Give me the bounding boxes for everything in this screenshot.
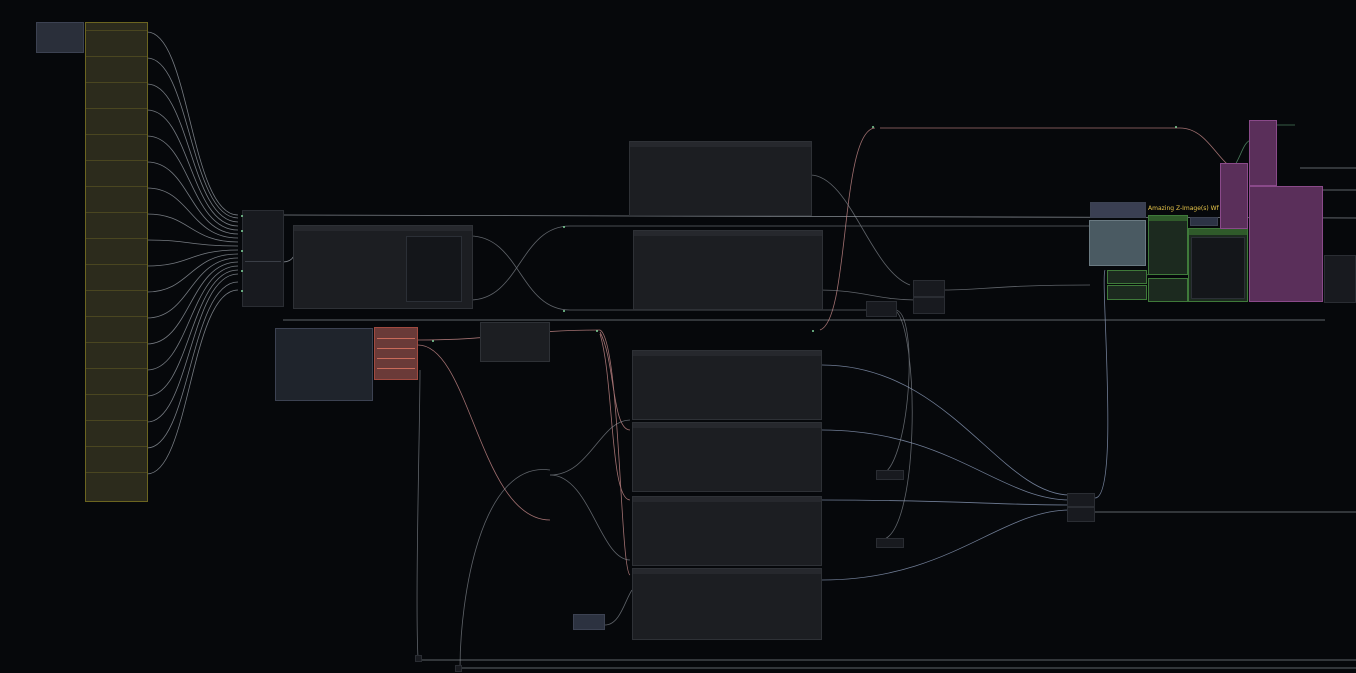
sampler-group-3[interactable] — [632, 496, 822, 566]
upscale-node-b[interactable] — [876, 538, 904, 548]
save-image-node-a[interactable] — [1067, 493, 1095, 507]
subgraph-node-b[interactable] — [629, 141, 812, 216]
sampler-group-4[interactable] — [632, 568, 822, 640]
prompt-links — [146, 31, 239, 475]
sampler-group-1[interactable] — [632, 350, 822, 420]
output-preview-node[interactable] — [1089, 220, 1146, 266]
long-links — [282, 167, 1356, 669]
output-header-node[interactable] — [1090, 202, 1146, 218]
port[interactable] — [432, 340, 434, 342]
image-links — [821, 269, 1109, 581]
port[interactable] — [563, 310, 565, 312]
final-image-node-b[interactable] — [1249, 120, 1277, 186]
output-settings-node-b[interactable] — [1107, 285, 1147, 300]
subgraph-node-c[interactable] — [633, 230, 823, 310]
final-output-node[interactable] — [1324, 255, 1356, 303]
upscale-node-a[interactable] — [876, 470, 904, 480]
image-batch-node-b[interactable] — [913, 297, 945, 314]
port[interactable] — [241, 290, 243, 292]
output-group[interactable] — [1148, 215, 1188, 275]
output-panel-node[interactable] — [1188, 228, 1248, 302]
image-preview-node[interactable] — [275, 328, 373, 401]
port[interactable] — [241, 215, 243, 217]
output-info-node[interactable] — [1190, 217, 1218, 226]
sampler-group-2[interactable] — [632, 422, 822, 492]
misc-links — [416, 174, 1091, 669]
port[interactable] — [872, 126, 874, 128]
final-image-node-c[interactable] — [1249, 186, 1323, 302]
port[interactable] — [241, 250, 243, 252]
output-settings-node-a[interactable] — [1107, 270, 1147, 284]
output-group-label: Amazing Z-Image(s) Wf v4.0 — [1148, 205, 1234, 212]
port[interactable] — [241, 230, 243, 232]
subgraph-node-a[interactable] — [293, 225, 473, 309]
note-node[interactable] — [36, 22, 84, 53]
prompt-list-node[interactable] — [85, 22, 148, 502]
lora-loader-node[interactable] — [374, 327, 418, 380]
port[interactable] — [1175, 126, 1177, 128]
vae-decode-node[interactable] — [866, 301, 897, 317]
save-image-node-b[interactable] — [1067, 507, 1095, 522]
image-batch-node-a[interactable] — [913, 280, 945, 297]
port[interactable] — [241, 270, 243, 272]
port[interactable] — [812, 330, 814, 332]
final-image-node-a[interactable] — [1220, 163, 1248, 229]
reroute-dot-b[interactable] — [455, 665, 462, 672]
port[interactable] — [563, 226, 565, 228]
reroute-dot-a[interactable] — [415, 655, 422, 662]
seed-node[interactable] — [573, 614, 605, 630]
output-settings-node-c[interactable] — [1148, 278, 1188, 302]
loader-node[interactable] — [480, 322, 550, 362]
reroute-hub-node[interactable] — [242, 210, 284, 307]
port[interactable] — [596, 330, 598, 332]
